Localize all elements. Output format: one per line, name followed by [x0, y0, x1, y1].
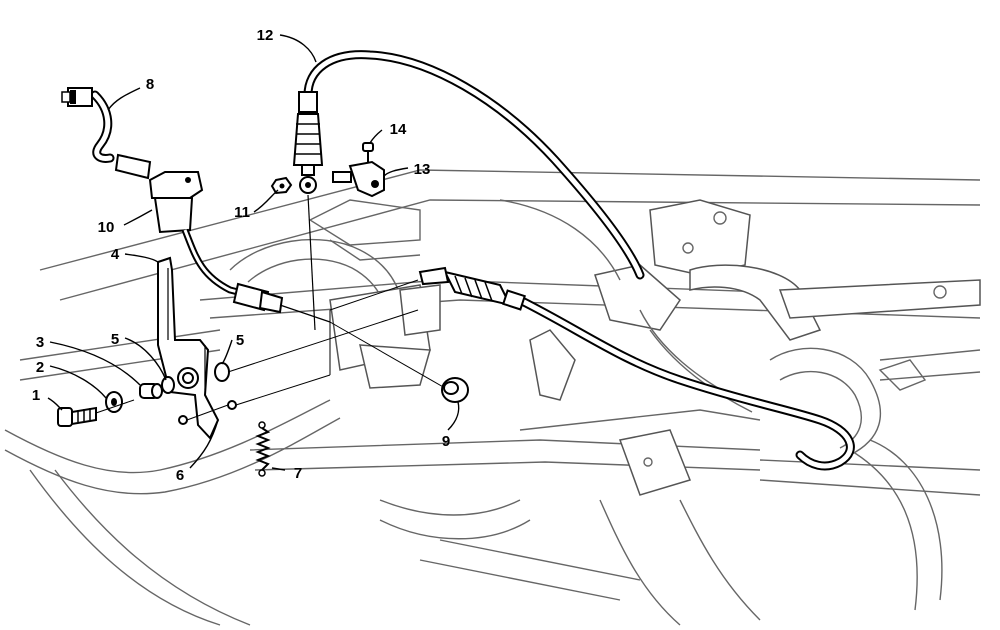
callout-6: 6	[176, 467, 184, 484]
part-4-lever	[157, 256, 220, 440]
callout-13: 13	[414, 161, 431, 178]
callouts: 1 2 3 4 5 5 6 7 8 9 10 11 12 13 14	[32, 27, 450, 484]
callout-10: 10	[98, 219, 115, 236]
part-11-nut	[270, 176, 293, 195]
callout-14: 14	[390, 121, 407, 138]
part-3-bushing	[139, 383, 163, 399]
callout-2: 2	[36, 359, 44, 376]
cable-12	[292, 50, 645, 331]
leader-lines	[47, 34, 460, 471]
wire-8	[61, 87, 152, 180]
callout-11: 11	[234, 204, 250, 221]
cable-lower	[418, 266, 855, 471]
callout-9: 9	[442, 433, 450, 450]
callout-4: 4	[111, 246, 120, 263]
callout-5-right: 5	[236, 332, 244, 349]
callout-8: 8	[146, 76, 154, 93]
callout-5-left: 5	[111, 331, 119, 348]
vehicle-frame	[4, 169, 981, 626]
callout-7: 7	[294, 465, 302, 482]
callout-3: 3	[36, 334, 44, 351]
part-5-ring-right	[214, 362, 230, 382]
part-2-washer	[105, 391, 123, 413]
callout-12: 12	[257, 27, 274, 44]
part-9-cap	[441, 377, 469, 403]
part-13-arm	[332, 160, 385, 198]
callout-1: 1	[32, 387, 40, 404]
part-10-housing	[148, 171, 331, 323]
part-1-screw	[57, 406, 97, 427]
part-14-pin	[362, 142, 374, 162]
assembly-guides	[95, 279, 446, 414]
part-7-spring	[255, 421, 271, 477]
part-5-ring-left	[161, 376, 175, 394]
